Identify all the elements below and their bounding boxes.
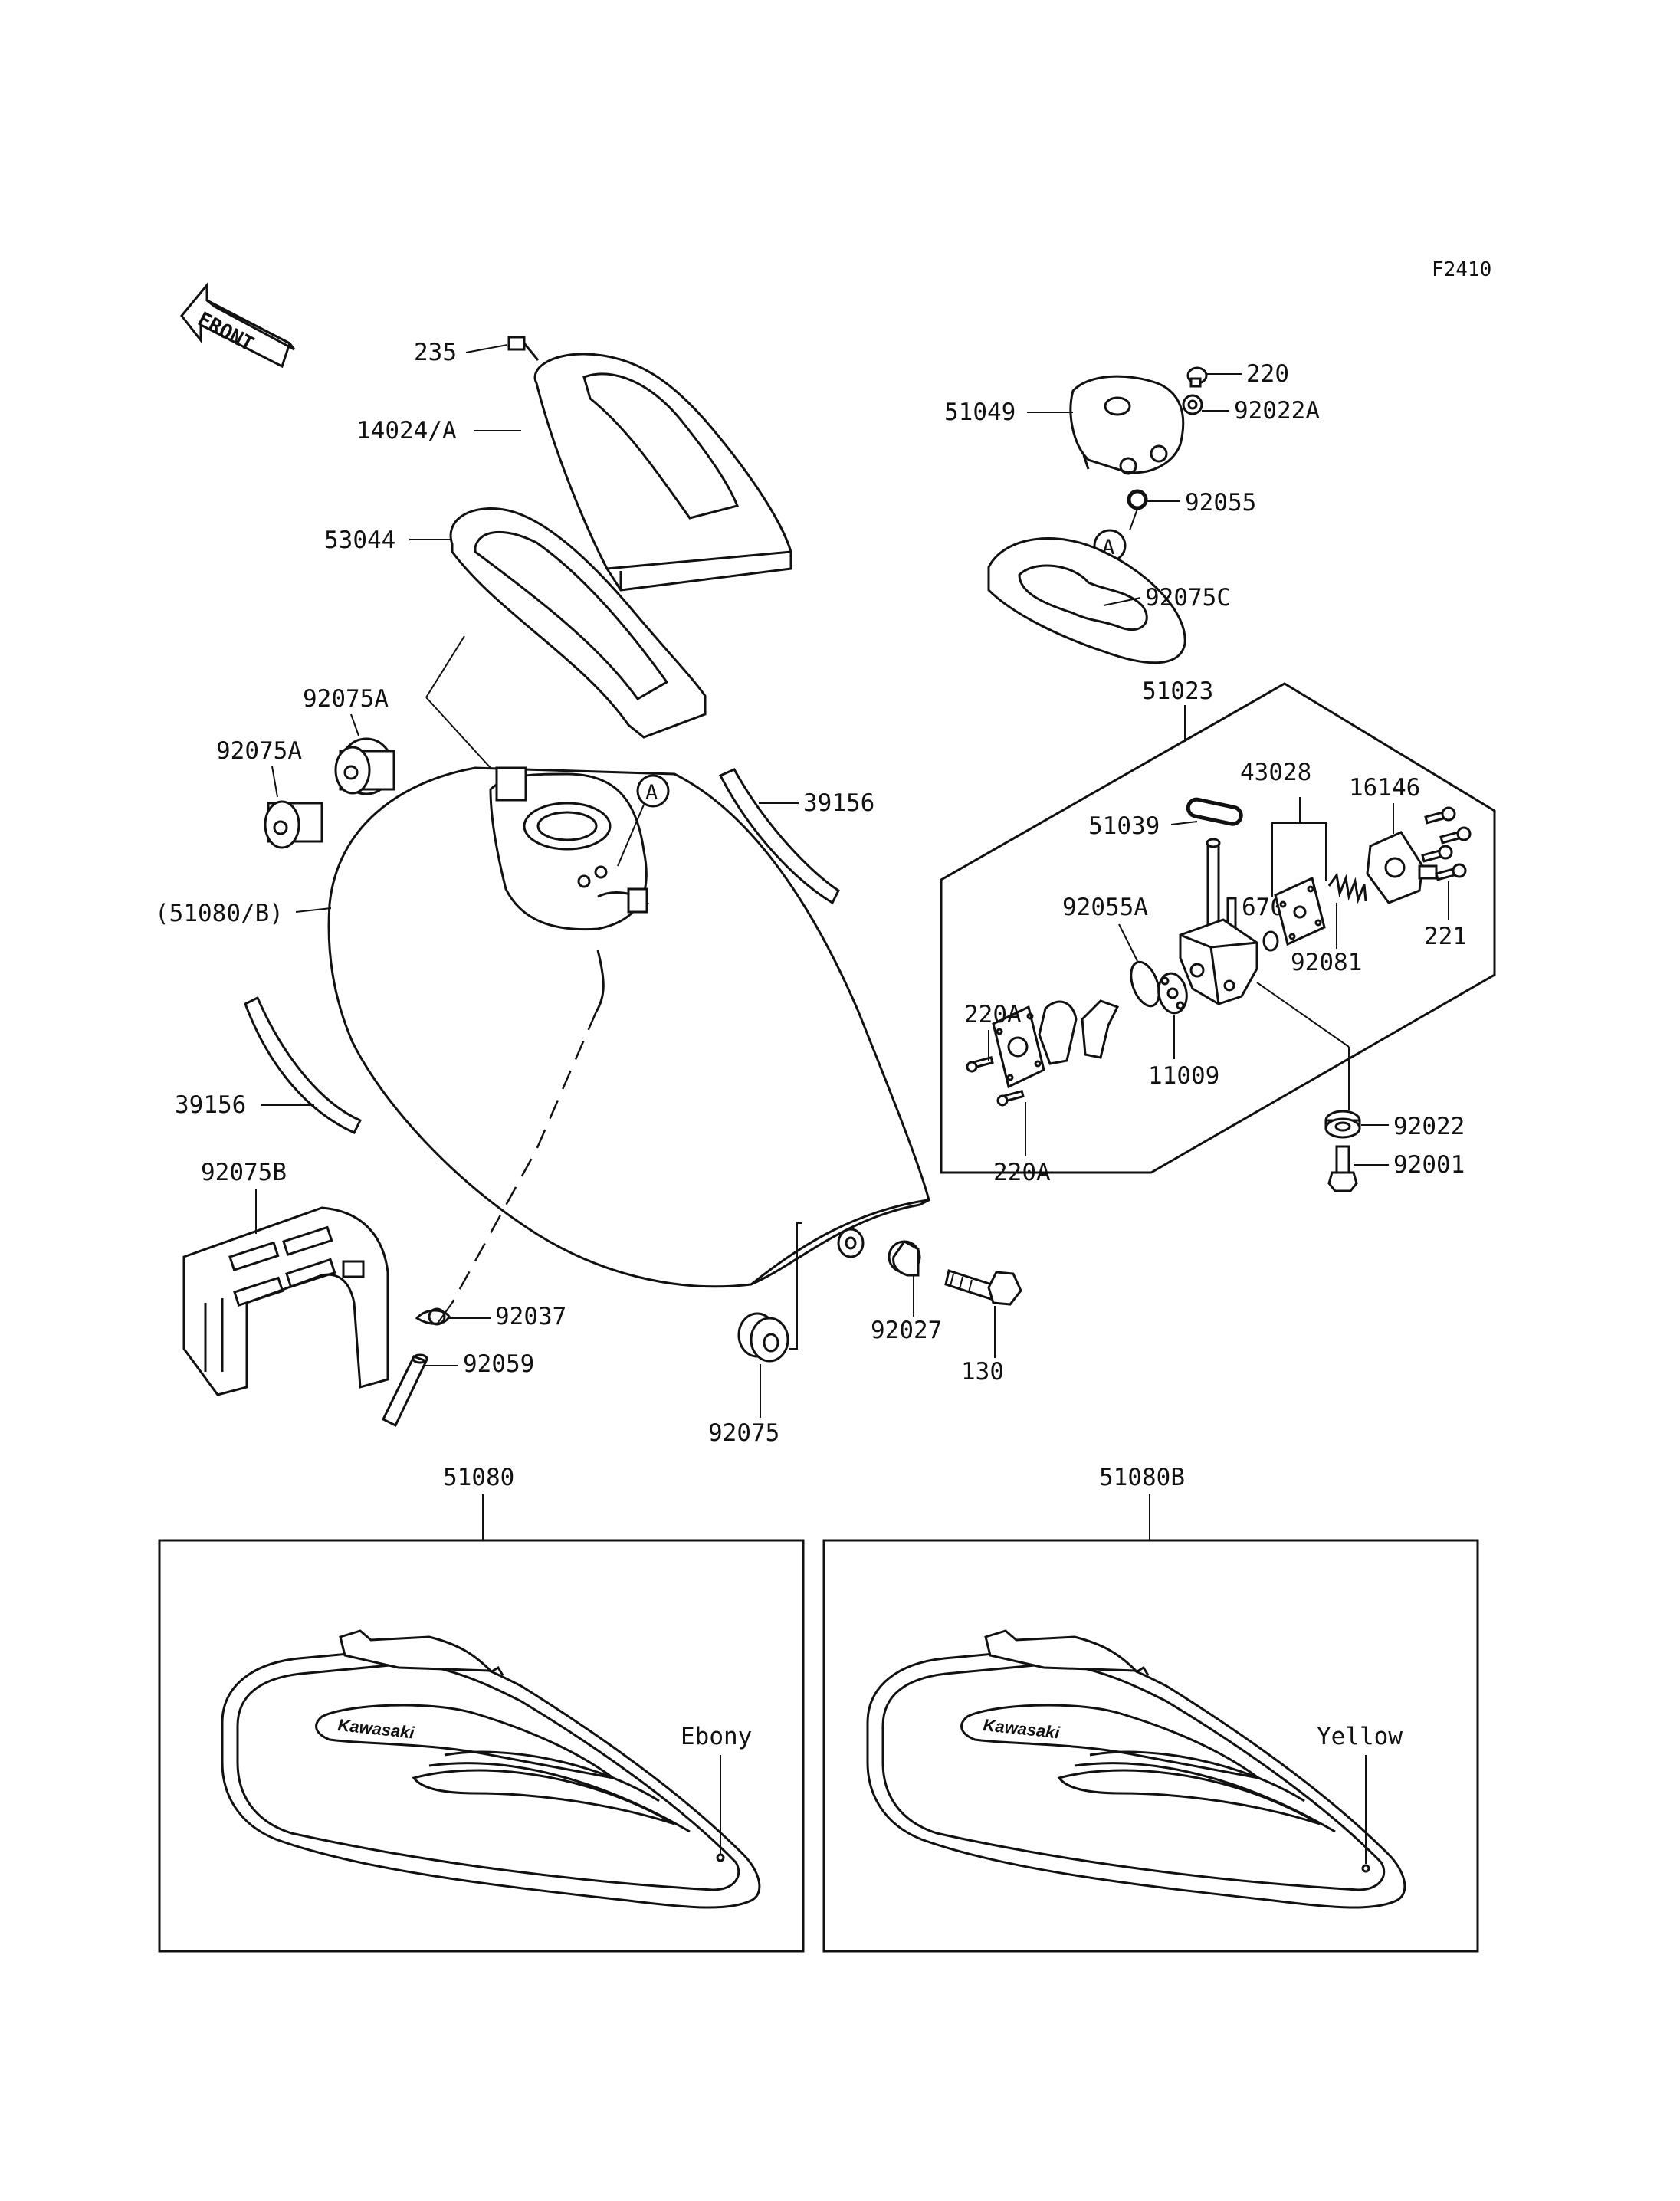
label-92075b: 92075B <box>201 1159 287 1186</box>
pin-92059-part <box>382 1353 428 1428</box>
tank-cover-part <box>533 353 792 592</box>
label-39156-2: 39156 <box>175 1091 246 1119</box>
fuel-tank-part <box>327 766 930 1288</box>
label-51023: 51023 <box>1142 677 1213 705</box>
clip-92037-part <box>415 1307 451 1326</box>
label-53044: 53044 <box>324 526 395 554</box>
label-51039: 51039 <box>1088 812 1160 840</box>
gasket-53044-part <box>449 507 707 739</box>
label-92075: 92075 <box>708 1419 779 1447</box>
label-92081: 92081 <box>1291 949 1362 976</box>
label-235: 235 <box>414 339 457 366</box>
label-92075c: 92075C <box>1145 584 1231 612</box>
oring-51039-part <box>1186 797 1243 826</box>
label-51080b-paren: (51080/B) <box>155 900 284 927</box>
label-130: 130 <box>961 1358 1004 1386</box>
label-92055: 92055 <box>1185 489 1256 517</box>
washer-92022a-part <box>1182 394 1203 415</box>
label-92037: 92037 <box>495 1303 566 1330</box>
label-220: 220 <box>1246 360 1289 388</box>
screw-220a-2-part <box>996 1089 1025 1107</box>
bracket-92075b-part <box>182 1206 389 1396</box>
label-92022: 92022 <box>1393 1113 1465 1140</box>
oring-92055a-part <box>1130 960 1160 1008</box>
label-51080: 51080 <box>443 1464 514 1491</box>
bolt-130-part <box>944 1269 1022 1306</box>
gasket-92075c-part <box>987 537 1186 664</box>
cover-16146-part <box>1366 831 1438 904</box>
fuel-cock-box <box>940 682 1496 1174</box>
label-16146: 16146 <box>1349 774 1420 802</box>
label-221: 221 <box>1424 923 1467 950</box>
label-51080b: 51080B <box>1099 1464 1185 1491</box>
label-92059: 92059 <box>463 1350 534 1378</box>
ref-marker-a-tank: A <box>617 774 670 867</box>
svg-text:A: A <box>645 781 658 805</box>
label-92001: 92001 <box>1393 1151 1465 1179</box>
front-arrow-icon: FRONT <box>180 281 296 369</box>
spring-92081-part <box>1327 872 1367 904</box>
damper-92075a-2-part <box>264 800 323 849</box>
oring-670-part <box>1262 930 1279 952</box>
label-11009: 11009 <box>1148 1062 1219 1090</box>
screw-220-part <box>1186 366 1208 388</box>
plate-part <box>992 1005 1045 1089</box>
tank-variant-ebony-part: Kawasaki <box>221 1629 761 1909</box>
label-220a-1: 220A <box>964 1001 1022 1028</box>
variant-color-yellow: Yellow <box>1317 1723 1403 1750</box>
label-43028: 43028 <box>1240 759 1311 786</box>
diagram-code: F2410 <box>1432 258 1491 281</box>
strip-39156-1-part <box>718 768 840 905</box>
label-92027: 92027 <box>871 1317 942 1344</box>
gasket-11009-part <box>1157 972 1188 1015</box>
variant-box-ebony <box>158 1539 805 1953</box>
label-92022a: 92022A <box>1234 397 1320 425</box>
strip-39156-2-part <box>244 996 363 1134</box>
washer-92022-part <box>1324 1110 1361 1139</box>
screw-220a-1-part <box>966 1055 994 1073</box>
grommet-92075-part <box>737 1312 789 1363</box>
plate-43028-part <box>1274 876 1326 946</box>
label-220a-2: 220A <box>993 1159 1051 1186</box>
damper-92075a-1-part <box>334 737 395 795</box>
bolt-235-part <box>507 336 540 361</box>
oring-92055-part <box>1127 489 1148 510</box>
fuel-cock-body-part <box>1179 838 1258 1005</box>
label-92055a: 92055A <box>1062 894 1148 921</box>
label-51049: 51049 <box>944 399 1016 426</box>
bolt-92001-part <box>1327 1145 1358 1192</box>
screws-221-part <box>1421 806 1472 881</box>
variant-color-ebony: Ebony <box>681 1723 752 1750</box>
label-14024: 14024/A <box>356 417 457 444</box>
label-92075a-2: 92075A <box>216 737 302 765</box>
tank-variant-yellow-part: Kawasaki <box>866 1629 1406 1909</box>
cap-51049-part <box>1069 375 1185 475</box>
label-39156-1: 39156 <box>803 789 874 817</box>
collar-92027-part <box>837 1228 921 1277</box>
label-92075a-1: 92075A <box>303 685 389 713</box>
lever-part <box>1038 999 1120 1065</box>
variant-box-yellow <box>822 1539 1479 1953</box>
